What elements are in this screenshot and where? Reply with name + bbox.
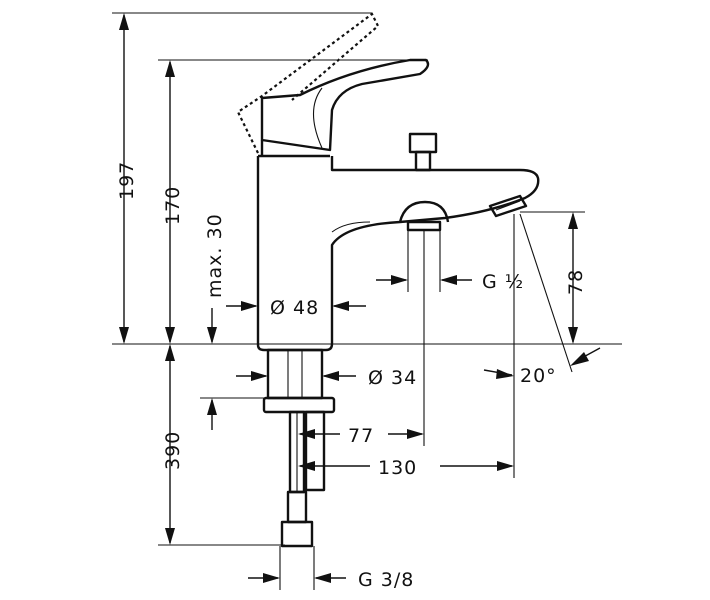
lever-open-dashed (236, 12, 380, 154)
arrow-197-top (119, 13, 129, 30)
arrow-g38-right (314, 573, 331, 583)
hose-connector-nut (280, 520, 314, 548)
lever-handle (260, 58, 430, 152)
arrow-d34-left (251, 371, 268, 381)
spout-outlet-inner (495, 200, 521, 211)
arrow-390-bottom (165, 528, 175, 545)
arrow-deck (207, 398, 217, 415)
label-max30: max. 30 (204, 213, 226, 298)
arrow-angle-right (570, 352, 589, 366)
lever-highlight (313, 87, 323, 149)
label-170: 170 (162, 186, 184, 225)
arrow-g12-right (440, 275, 457, 285)
arrow-170-top (165, 60, 175, 77)
arrow-78-top (568, 212, 578, 229)
label-angle: 20° (520, 365, 557, 387)
arrow-angle-left (496, 369, 514, 379)
diverter-knob[interactable] (408, 132, 438, 154)
body-curve (331, 221, 371, 233)
spout-outlet (488, 194, 528, 218)
arrow-197-bottom (119, 327, 129, 344)
arrow-170-bottom (165, 327, 175, 344)
angle-ray (519, 213, 573, 373)
arrow-130-left (298, 461, 315, 471)
arrow-max30 (207, 327, 217, 344)
arrow-130-right (497, 461, 514, 471)
hose-ferrule (286, 490, 308, 524)
arrow-d34-right (322, 371, 339, 381)
mounting-nut (262, 396, 336, 414)
arrow-78-bottom (568, 327, 578, 344)
label-d34: Ø 34 (368, 367, 417, 389)
aerator-dome (398, 200, 450, 223)
arrow-g12-left (391, 275, 408, 285)
supply-hose-right (304, 410, 326, 492)
arrow-390-top (165, 344, 175, 361)
label-77: 77 (348, 425, 374, 447)
arrow-77-right (407, 429, 424, 439)
label-197: 197 (116, 161, 138, 200)
label-g12: G ½ (482, 271, 524, 293)
arrow-d48-left (241, 301, 258, 311)
aerator-nozzle (406, 220, 442, 232)
label-78: 78 (565, 269, 587, 295)
arrow-d48-right (332, 301, 349, 311)
faucet-body (256, 156, 540, 352)
label-390: 390 (162, 431, 184, 470)
diverter-stem (414, 150, 432, 172)
label-130: 130 (378, 457, 417, 479)
arrow-77-left (298, 429, 315, 439)
label-d48: Ø 48 (270, 297, 319, 319)
label-g38: G 3/8 (358, 569, 414, 591)
shank (266, 348, 324, 400)
arrow-g38-left (263, 573, 280, 583)
